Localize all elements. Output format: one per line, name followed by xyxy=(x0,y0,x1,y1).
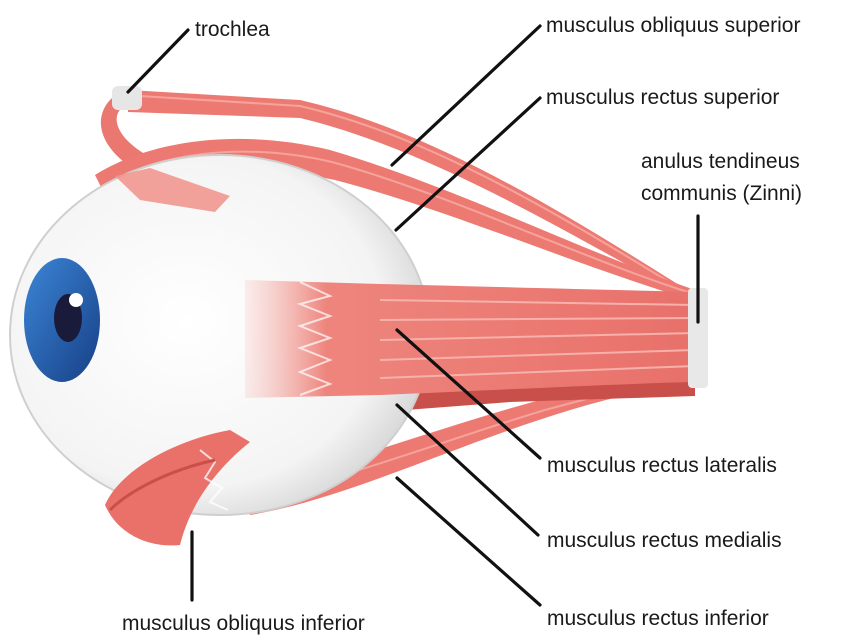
label-rectus-superior: musculus rectus superior xyxy=(546,86,779,109)
rectus-inferior-leader xyxy=(397,478,540,605)
label-rectus-medialis: musculus rectus medialis xyxy=(547,529,782,552)
label-obliquus-inferior: musculus obliquus inferior xyxy=(122,612,365,635)
label-rectus-inferior: musculus rectus inferior xyxy=(547,607,769,630)
label-anulus-line1: anulus tendineus xyxy=(641,150,800,173)
trochlea-leader xyxy=(128,30,188,92)
label-rectus-lateralis: musculus rectus lateralis xyxy=(547,454,777,477)
pupil-highlight xyxy=(69,293,83,307)
trochlea-structure xyxy=(112,86,142,110)
obliquus-superior-leader xyxy=(392,26,540,165)
label-trochlea: trochlea xyxy=(195,18,270,41)
rectus-lateralis-muscle xyxy=(245,280,695,398)
label-anulus-line2: communis (Zinni) xyxy=(641,182,802,205)
label-obliquus-superior: musculus obliquus superior xyxy=(546,14,800,37)
